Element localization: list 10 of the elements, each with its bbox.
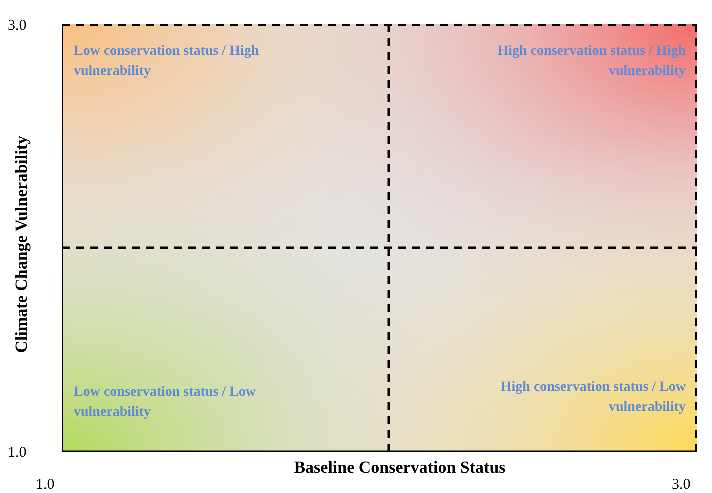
- axis-tick-label: 3.0: [8, 17, 27, 36]
- quadrant-label: High conservation status / Low vulnerability: [500, 379, 686, 417]
- y-axis-title: Climate Change Vulnerability: [11, 136, 32, 354]
- axis-tick-label: 3.0: [672, 476, 691, 493]
- x-axis-title: Baseline Conservation Status: [293, 457, 507, 479]
- quadrant-label: Low conservation status / Low vulnerability: [74, 384, 258, 422]
- quadrant-label: Low conservation status / High vulnerability: [74, 43, 260, 81]
- axis-tick-label: 1.0: [8, 444, 27, 463]
- axis-tick-label: 1.0: [36, 476, 55, 493]
- quadrant-label: High conservation status / High vulnerability: [496, 43, 686, 81]
